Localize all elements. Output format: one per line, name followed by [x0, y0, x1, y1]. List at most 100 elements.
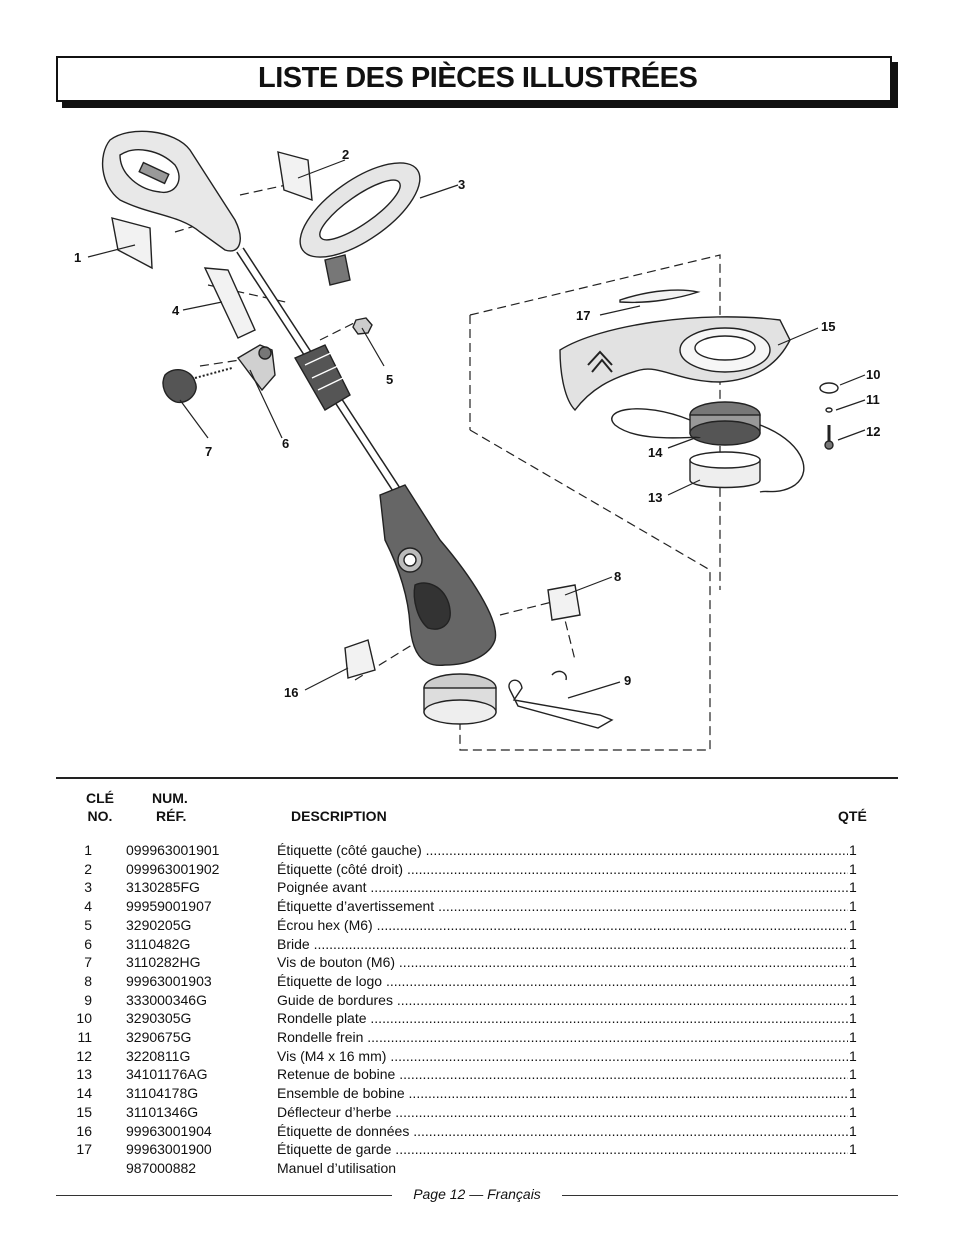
- callout-9: 9: [624, 673, 631, 688]
- part-quantity: 1: [848, 934, 857, 954]
- page-footer: Page 12 — Français: [407, 1186, 547, 1202]
- part-quantity: 1: [848, 990, 857, 1010]
- callout-6: 6: [282, 436, 289, 451]
- part-number: 31101346G: [126, 1103, 199, 1120]
- callout-3: 3: [458, 177, 465, 192]
- part-description: Poignée avant: [277, 878, 857, 897]
- part-number: 99963001903: [126, 972, 212, 989]
- header-key: CLÉ NO.: [86, 789, 114, 825]
- callout-2: 2: [342, 147, 349, 162]
- callout-13: 13: [648, 490, 662, 505]
- part-key: 11: [77, 1029, 92, 1045]
- part-number: 3130285FG: [126, 879, 200, 896]
- part-description: Rondelle frein: [277, 1028, 857, 1047]
- part-description: Étiquette (côté gauche): [277, 841, 857, 860]
- part-number: 099963001901: [126, 842, 220, 858]
- callout-14: 14: [648, 445, 663, 460]
- part-key: 10: [76, 1010, 92, 1027]
- header-description: DESCRIPTION: [291, 808, 387, 824]
- part-number: 99963001900: [126, 1141, 212, 1158]
- part-number: 99963001904: [126, 1122, 212, 1139]
- part-description: Vis de bouton (M6): [277, 953, 857, 972]
- part-key: 1: [84, 842, 92, 858]
- part-quantity: 1: [848, 897, 857, 917]
- part-quantity: 1: [848, 1121, 857, 1141]
- callout-5: 5: [386, 372, 393, 387]
- part-key: 5: [84, 916, 92, 933]
- part-quantity: 1: [848, 1140, 857, 1160]
- part-key: 14: [76, 1085, 92, 1102]
- part-description: Bride: [277, 935, 857, 954]
- header-qty: QTÉ: [838, 808, 867, 824]
- footer: Page 12 — Français: [0, 1186, 954, 1202]
- part-quantity: 1: [848, 915, 857, 935]
- callout-1: 1: [74, 250, 81, 265]
- part-description: Déflecteur d’herbe: [277, 1103, 857, 1122]
- callout-11: 11: [866, 392, 880, 407]
- callout-8: 8: [614, 569, 621, 584]
- section-divider: [56, 777, 898, 779]
- callout-10: 10: [866, 367, 880, 382]
- part-key: 12: [76, 1047, 92, 1064]
- header-ref: NUM. RÉF.: [152, 789, 188, 825]
- table-row: 5 3290205G Écrou hex (M6)1: [0, 915, 954, 935]
- footer-rule-left: [56, 1195, 392, 1196]
- part-key: 17: [76, 1141, 92, 1158]
- part-quantity: 1: [848, 1046, 857, 1066]
- part-number: 3290305G: [126, 1010, 192, 1027]
- part-key: 13: [76, 1066, 92, 1083]
- part-number: 333000346G: [126, 991, 207, 1008]
- part-quantity: 1: [848, 1084, 857, 1104]
- table-row: 11 3290675G Rondelle frein1: [0, 1028, 954, 1047]
- part-description: Guide de bordures: [277, 991, 857, 1010]
- part-description: Retenue de bobine: [277, 1065, 857, 1084]
- callout-16: 16: [284, 685, 298, 700]
- table-row: 6 3110482G Bride1: [0, 934, 954, 954]
- callout-7: 7: [205, 444, 212, 459]
- part-number: 3110482G: [126, 935, 191, 952]
- part-number: 099963001902: [126, 860, 220, 877]
- part-key: 3: [84, 879, 92, 896]
- part-number: 3220811G: [126, 1047, 191, 1064]
- part-description: Manuel d’utilisation: [277, 1159, 397, 1176]
- part-quantity: 1: [848, 841, 857, 860]
- part-description: Étiquette de données: [277, 1122, 857, 1141]
- part-key: 8: [84, 972, 92, 989]
- part-key: 7: [84, 954, 92, 971]
- part-key: 6: [84, 935, 92, 952]
- part-quantity: 1: [848, 1028, 857, 1047]
- part-number: 99959001907: [126, 898, 212, 915]
- page-title: LISTE DES PIÈCES ILLUSTRÉES: [258, 62, 698, 94]
- header-key-line2: NO.: [87, 808, 113, 824]
- callout-17: 17: [576, 308, 590, 323]
- part-key: 4: [84, 898, 92, 915]
- part-quantity: 1: [848, 1102, 857, 1122]
- callout-4: 4: [172, 303, 180, 318]
- part-number: 3290675G: [126, 1029, 192, 1045]
- part-description: Écrou hex (M6): [277, 916, 857, 935]
- part-number: 987000882: [126, 1159, 197, 1176]
- table-row: 12 3220811G Vis (M4 x 16 mm)1: [0, 1046, 954, 1066]
- part-quantity: 1: [848, 859, 857, 879]
- part-quantity: 1: [848, 1065, 857, 1085]
- part-key: 2: [84, 860, 92, 877]
- part-description: Vis (M4 x 16 mm): [277, 1047, 857, 1066]
- part-description: Rondelle plate: [277, 1009, 857, 1028]
- part-quantity: 1: [848, 878, 857, 898]
- part-number: 31104178G: [126, 1085, 199, 1102]
- part-number: 3290205G: [126, 916, 192, 933]
- part-key: 16: [76, 1122, 92, 1139]
- part-description: Étiquette d’avertissement: [277, 897, 857, 916]
- part-quantity: 1: [848, 1009, 857, 1029]
- page-title-box: LISTE DES PIÈCES ILLUSTRÉES: [56, 56, 892, 102]
- header-ref-line2: RÉF.: [156, 808, 187, 824]
- table-row: 987000882 Manuel d’utilisation: [0, 1159, 954, 1178]
